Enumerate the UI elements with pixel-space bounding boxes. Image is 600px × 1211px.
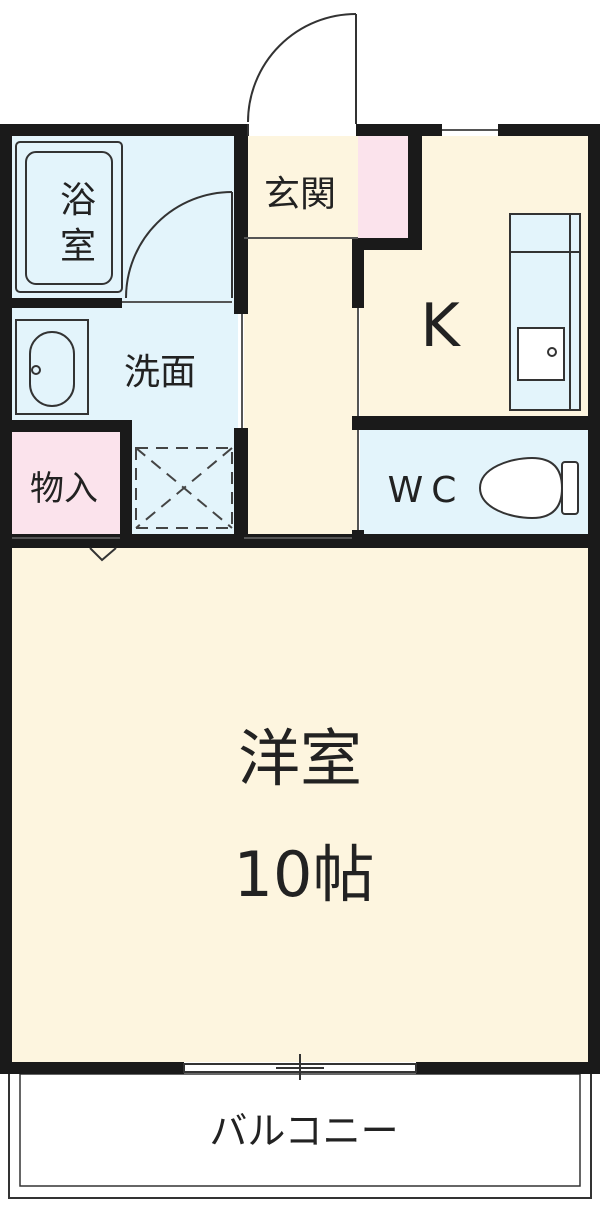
balcony-window	[183, 1054, 417, 1080]
bath-label-line1: 浴	[60, 180, 96, 221]
storage-area	[12, 428, 126, 534]
bathtub	[15, 141, 123, 293]
western-room-size: 10帖	[234, 838, 375, 911]
bath-area	[12, 136, 238, 304]
western-room-area	[12, 544, 588, 1062]
washroom-area	[12, 304, 238, 428]
hallway-area	[244, 238, 358, 536]
western-room-label: 洋室	[238, 722, 362, 795]
bath-door	[125, 191, 233, 299]
closet-area	[130, 428, 238, 534]
storage-door-marker	[89, 547, 117, 562]
entrance-label: 玄関	[264, 174, 336, 215]
kitchen-counter	[509, 213, 581, 411]
wash-basin	[15, 319, 89, 415]
bath-label-line2: 室	[60, 226, 96, 267]
kitchen-label: K	[420, 291, 461, 361]
toilet-label: WC	[388, 470, 465, 511]
thin-wall-lines	[12, 129, 498, 539]
walls	[0, 124, 600, 1074]
entrance-area	[244, 136, 358, 238]
shoe-box-area	[358, 136, 414, 240]
storage-label: 物入	[30, 469, 98, 509]
toilet-fixture	[478, 456, 579, 520]
entrance-door	[247, 13, 357, 136]
closet-symbol	[135, 447, 233, 529]
balcony-label: バルコニー	[209, 1109, 398, 1153]
washroom-label: 洗面	[124, 352, 196, 393]
